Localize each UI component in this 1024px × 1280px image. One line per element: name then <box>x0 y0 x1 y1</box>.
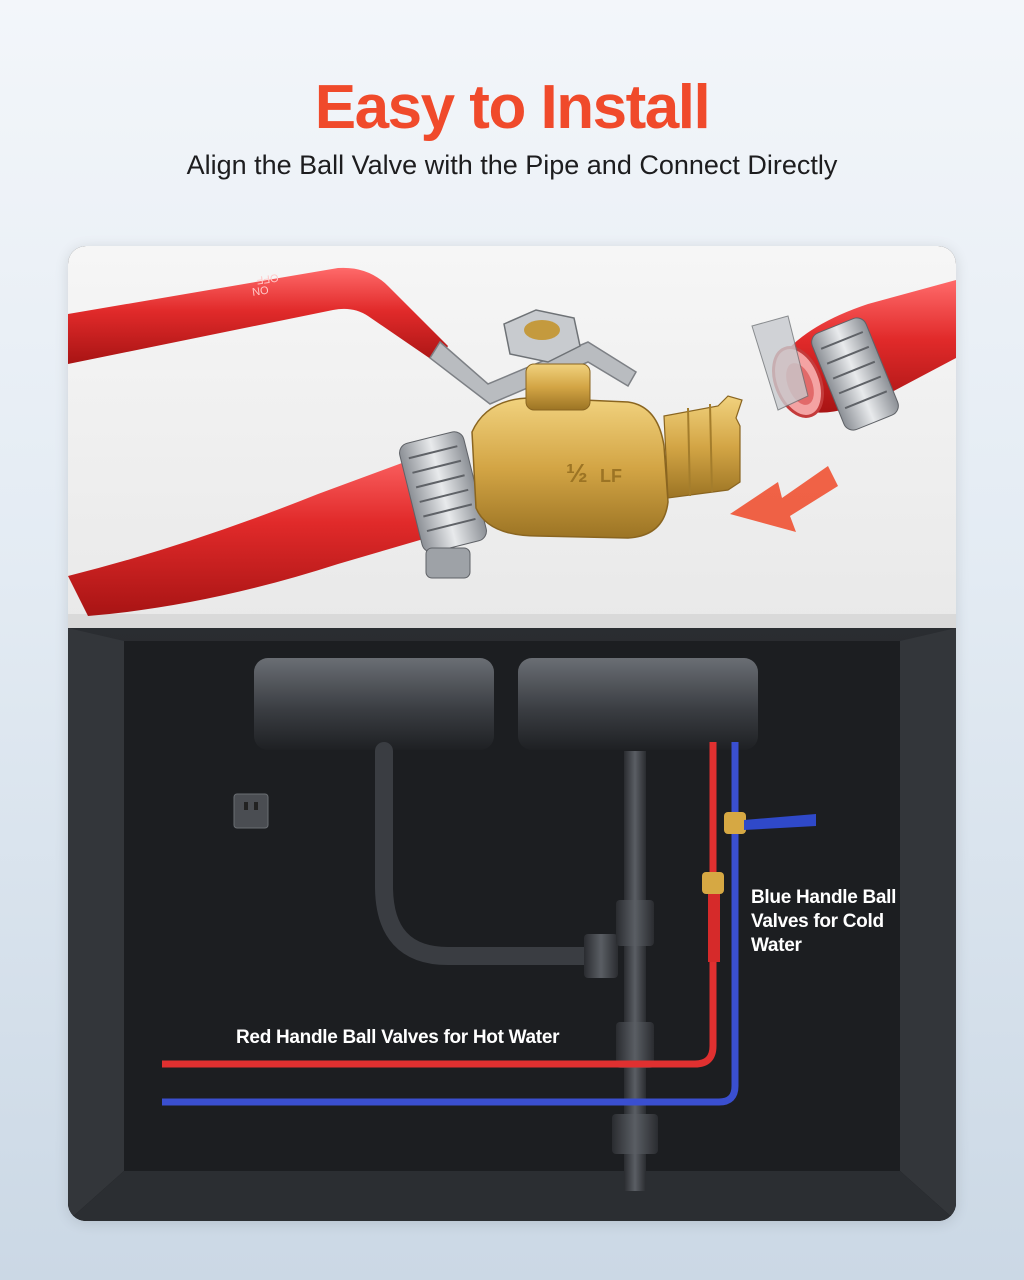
handle-marking-on: ON <box>251 283 269 297</box>
sink-basin-left <box>254 658 494 750</box>
red-handle-valve <box>702 872 724 962</box>
drain-pipe-left <box>375 742 597 965</box>
clamp-screw <box>425 547 471 579</box>
cold-water-label: Blue Handle Ball Valves for Cold Water <box>751 887 897 956</box>
valve-marking-lf: LF <box>600 466 622 486</box>
hose-clamp-right <box>811 317 899 431</box>
sink-basin-right <box>518 658 758 750</box>
page-title: Easy to Install <box>314 73 711 142</box>
brass-valve-body <box>471 397 669 539</box>
page-subtitle: Align the Ball Valve with the Pipe and C… <box>186 150 838 180</box>
product-illustration-card: ON OFF ½ LF <box>68 246 956 1221</box>
valve-stem-housing <box>525 363 591 411</box>
blue-handle-valve <box>724 812 816 834</box>
valve-closeup-scene: ON OFF ½ LF <box>68 246 956 628</box>
wall-outlet <box>233 793 269 829</box>
red-hose-left <box>68 446 468 616</box>
pex-barb-fitting <box>663 395 743 499</box>
handle-marking-off: OFF <box>256 271 280 286</box>
drain-pipe-main <box>624 751 646 1191</box>
hot-water-label: Red Handle Ball Valves for Hot Water <box>236 1027 560 1048</box>
under-sink-diagram <box>68 628 956 1221</box>
clamp-tab <box>751 315 809 411</box>
hot-water-line <box>162 742 717 1068</box>
red-handle <box>68 267 448 364</box>
cold-water-line <box>162 742 739 1106</box>
arrow-left-icon <box>730 466 838 532</box>
illustration-canvas: ON OFF ½ LF <box>68 246 956 1221</box>
cabinet-back-panel <box>124 641 900 1171</box>
valve-marking-size: ½ <box>566 458 588 488</box>
